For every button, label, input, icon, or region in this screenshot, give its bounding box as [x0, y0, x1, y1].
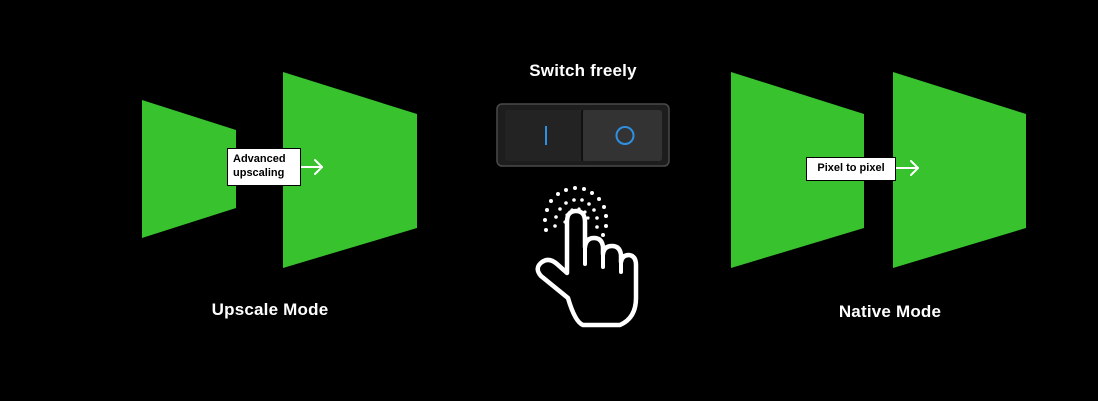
- advanced-upscaling-line1: Advanced: [233, 153, 286, 165]
- native-second-frustum: [893, 72, 1026, 268]
- right-arrow-icon: [895, 160, 919, 176]
- advanced-upscaling-line2: upscaling: [233, 167, 285, 179]
- rocker-switch-icon: [496, 103, 670, 167]
- upscale-frustums: [142, 72, 417, 268]
- upscale-mode-caption: Upscale Mode: [211, 300, 329, 319]
- upscale-small-frustum: [142, 100, 236, 238]
- native-frustums: [731, 72, 1026, 268]
- switch-caption: Switch freely: [529, 61, 637, 80]
- right-arrow-icon: [300, 159, 323, 175]
- pixel-to-pixel-label: Pixel to pixel: [806, 157, 896, 181]
- hand-pointer-icon: [535, 186, 639, 328]
- advanced-upscaling-label: Advanced upscaling: [227, 148, 301, 186]
- native-first-frustum: [731, 72, 864, 268]
- upscale-large-frustum: [283, 72, 417, 268]
- native-mode-caption: Native Mode: [838, 302, 942, 321]
